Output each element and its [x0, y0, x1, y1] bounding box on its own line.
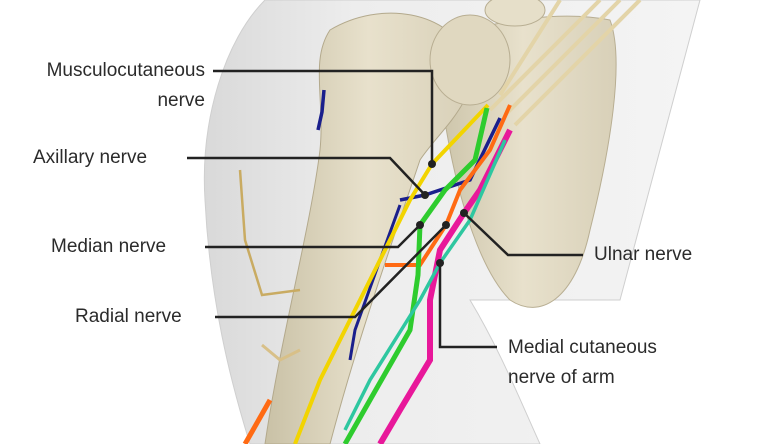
label-axillary-nerve: Axillary nerve: [33, 147, 148, 168]
label-ulnar-nerve: Ulnar nerve: [594, 244, 693, 265]
label-radial-nerve: Radial nerve: [75, 306, 182, 327]
label-line: nerve: [157, 90, 205, 111]
label-line: Musculocutaneous: [46, 60, 205, 81]
humeral-head: [429, 14, 511, 106]
brachial-plexus-cords: [488, 0, 642, 127]
leader-musculocutaneous: [213, 69, 434, 164]
cutaneous-branch: [261, 343, 301, 362]
leader-dots: [416, 160, 468, 267]
musculocutaneous-nerve: [293, 103, 490, 444]
label-line: Medial cutaneous: [508, 337, 657, 358]
leader-medial-cutaneous: [438, 263, 497, 349]
cutaneous-branch: [238, 169, 301, 297]
radial-nerve-lower: [242, 398, 273, 444]
acromion: [484, 0, 546, 27]
leader-ulnar: [463, 212, 583, 257]
label-line: nerve of arm: [508, 367, 615, 388]
label-musculocutaneous-nerve: Musculocutaneous nerve: [47, 56, 205, 116]
radial-nerve-dark: [348, 204, 402, 361]
median-nerve: [342, 107, 490, 444]
axillary-nerve-posterior: [316, 89, 326, 131]
leader-axillary: [187, 156, 426, 196]
leader-lines: [187, 69, 583, 349]
leader-radial: [215, 224, 447, 319]
leader-median: [205, 224, 421, 249]
label-medial-cutaneous-nerve: Medial cutaneous nerve of arm: [508, 333, 657, 393]
label-median-nerve: Median nerve: [51, 236, 167, 257]
radial-nerve: [385, 104, 512, 267]
